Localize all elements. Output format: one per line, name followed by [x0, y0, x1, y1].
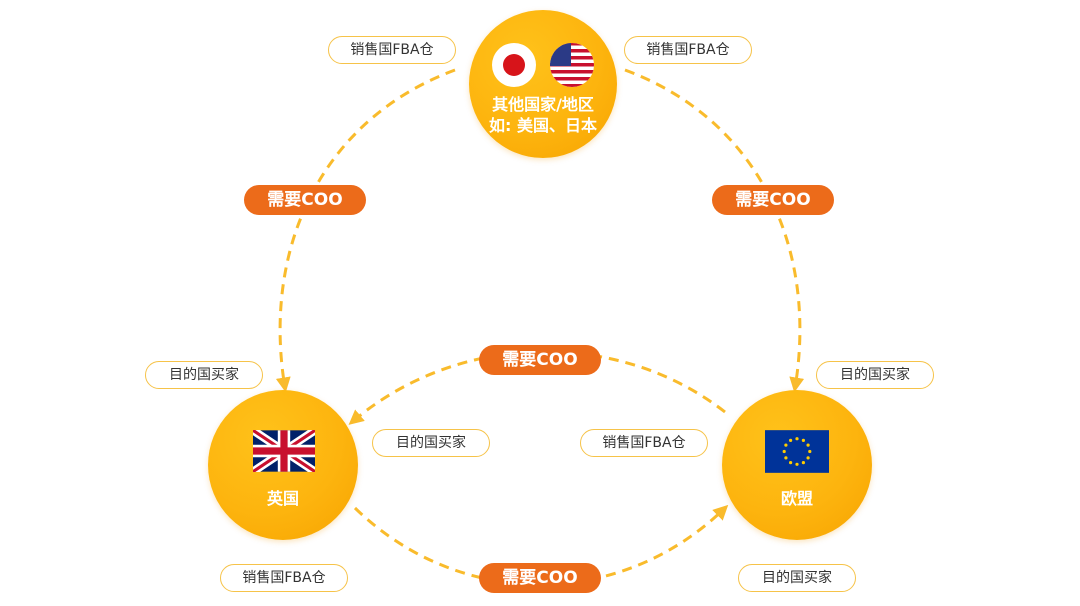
eu-flag-icon	[765, 430, 829, 473]
node-other-countries: 其他国家/地区 如: 美国、日本	[469, 10, 617, 158]
node-other-countries-line2: 如: 美国、日本	[489, 116, 597, 135]
node-eu-label: 欧盟	[780, 489, 813, 508]
coo-badge-bottom: 需要COO	[479, 563, 601, 593]
label-uk-outer-buyer: 目的国买家	[145, 361, 263, 389]
label-uk-inner-buyer: 目的国买家	[372, 429, 490, 457]
node-uk: 英国	[208, 390, 358, 540]
label-uk-warehouse: 销售国FBA仓	[220, 564, 348, 592]
uk-flag-icon	[253, 430, 315, 472]
label-eu-outer-buyer: 目的国买家	[816, 361, 934, 389]
node-eu: 欧盟	[722, 390, 872, 540]
japan-flag-icon	[492, 43, 536, 87]
arrow-eu-to-uk	[348, 350, 726, 425]
label-eu-inner-warehouse: 销售国FBA仓	[580, 429, 708, 457]
label-eu-buyer: 目的国买家	[738, 564, 856, 592]
usa-flag-icon	[550, 43, 594, 87]
arrow-top-to-uk	[275, 68, 456, 393]
label-top-left-warehouse: 销售国FBA仓	[328, 36, 456, 64]
coo-badge-middle: 需要COO	[479, 345, 601, 375]
node-other-countries-line1: 其他国家/地区	[492, 95, 594, 114]
coo-badge-right: 需要COO	[712, 185, 834, 215]
coo-badge-left: 需要COO	[244, 185, 366, 215]
node-uk-label: 英国	[266, 489, 299, 508]
label-top-right-warehouse: 销售国FBA仓	[624, 36, 752, 64]
arrow-top-to-eu	[624, 68, 805, 393]
